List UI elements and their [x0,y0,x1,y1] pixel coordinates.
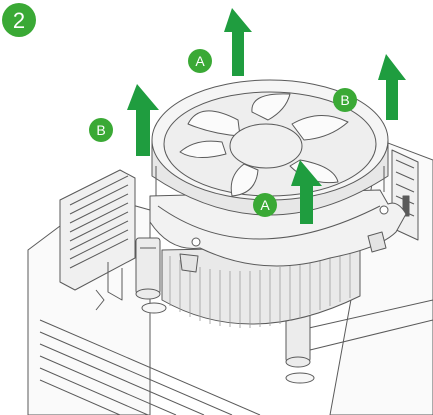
arrow-up-icon [291,160,322,224]
arrow-up-icon [127,84,159,156]
callout-label: B [340,92,349,108]
callout-label: A [260,197,270,213]
callout-label: B [96,122,105,138]
callout-label: A [195,53,205,69]
callout-a-top: A [188,49,212,73]
arrow-up-icon [224,8,252,76]
step-badge: 2 [2,3,36,37]
callout-b-right: B [333,88,357,112]
cooler-fan [151,79,389,216]
circle-letter-badge-icon [89,118,113,142]
fan-blades [179,93,349,197]
circle-letter-badge-icon [333,88,357,112]
arrow-up-icon [378,54,406,120]
lift-arrows [127,8,406,224]
push-pin-front-left [135,237,167,314]
circle-letter-badge-icon [253,193,277,217]
circle-letter-badge-icon [188,49,212,73]
vrm-heatsink-left [59,169,136,301]
heatsink [161,245,361,328]
circle-letter-badge-icon [2,3,36,37]
motherboard [27,139,433,415]
mounting-frame [149,189,407,273]
memory-slots [39,319,261,415]
callout-a-center: A [253,193,277,217]
callout-b-left: B [89,118,113,142]
step-number: 2 [13,8,25,33]
